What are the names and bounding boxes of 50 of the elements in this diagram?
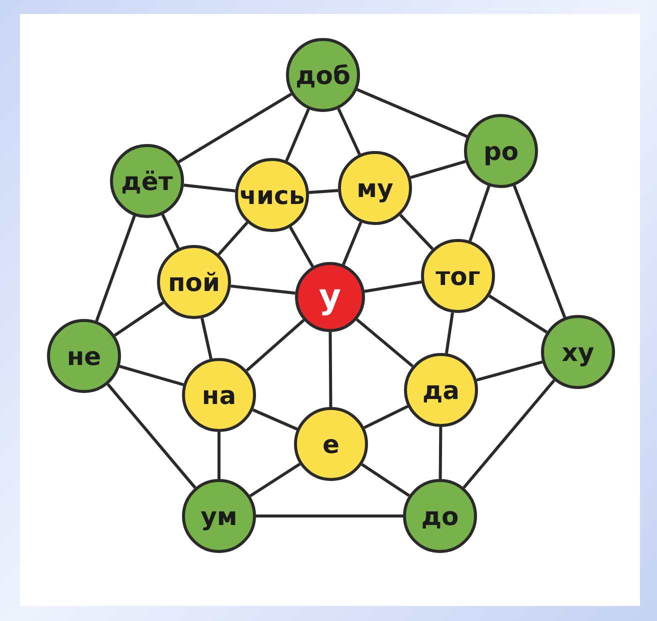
connector-line: [364, 280, 422, 293]
syllable-text: дёт: [121, 166, 173, 196]
connector-line: [356, 318, 414, 368]
connector-line: [476, 360, 543, 382]
connector-line: [468, 186, 490, 242]
connector-line: [252, 408, 298, 431]
connector-line: [364, 404, 408, 430]
connector-line: [512, 185, 566, 318]
connector-line: [462, 379, 556, 489]
connector-line: [119, 364, 184, 386]
connector-line: [410, 160, 466, 180]
connector-line: [184, 184, 236, 192]
connector-line: [337, 108, 361, 156]
connector-line: [356, 88, 468, 138]
connector-line: [218, 432, 220, 479]
syllable-text: ро: [483, 136, 519, 166]
syllable-text: на: [202, 380, 236, 410]
connector-line: [106, 383, 196, 489]
connector-line: [285, 108, 310, 162]
connector-line: [230, 284, 296, 295]
connector-line: [342, 222, 362, 266]
connector-line: [161, 214, 180, 250]
syllable-text: му: [356, 174, 394, 202]
connector-line: [288, 226, 314, 268]
syllable-text: до: [421, 502, 459, 530]
syllable-text: ху: [562, 338, 594, 366]
connector-line: [249, 462, 301, 498]
connector-line: [178, 92, 292, 164]
connector-line: [361, 463, 410, 497]
connector-line: [328, 332, 332, 408]
connector-line: [246, 319, 305, 372]
syllable-text: доб: [296, 60, 350, 90]
syllable-text: чись: [239, 180, 305, 210]
syllable-text: ум: [200, 502, 238, 530]
connector-line: [95, 215, 136, 322]
connector-line: [488, 294, 548, 334]
syllable-text: да: [422, 376, 460, 404]
connector-line: [114, 301, 164, 337]
connector-line: [308, 189, 338, 194]
syllable-text: у: [318, 277, 342, 317]
syllable-text: тог: [436, 262, 480, 290]
connector-line: [438, 426, 442, 480]
connector-line: [444, 312, 454, 354]
connector-line: [200, 318, 212, 360]
connector-line: [256, 514, 403, 518]
connector-line: [399, 214, 434, 250]
connector-line: [218, 222, 248, 256]
syllable-text: е: [322, 430, 340, 458]
syllable-text: пой: [168, 268, 220, 296]
syllable-text: не: [66, 342, 102, 370]
